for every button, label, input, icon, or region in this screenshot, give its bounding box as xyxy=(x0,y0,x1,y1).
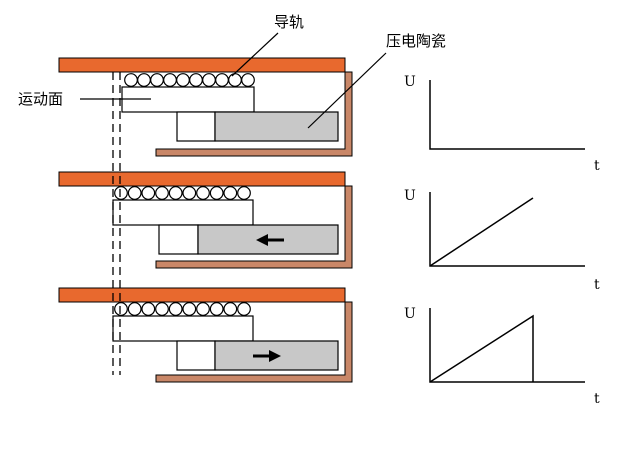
ball-bearing xyxy=(237,302,251,316)
stage-3-x-axis-label: t xyxy=(594,391,600,407)
ball-bearing xyxy=(163,73,177,87)
stage-3-graph: U t xyxy=(404,306,600,407)
stage-1-frame xyxy=(155,71,353,157)
ball-bearing xyxy=(141,186,156,200)
ball-bearing xyxy=(176,73,190,87)
stage-1-guide-rail xyxy=(58,57,346,73)
stage-3-spacer xyxy=(176,340,216,371)
stage-2-moving-block xyxy=(112,199,254,226)
stage-3-moving-block xyxy=(112,315,254,342)
ball-bearing xyxy=(223,186,238,200)
ball-bearing xyxy=(127,302,142,316)
stage-3-axes xyxy=(429,308,585,383)
ball-bearing xyxy=(155,186,169,200)
ball-bearing xyxy=(209,186,224,200)
ball-bearing xyxy=(182,186,197,200)
label-guide-rail-text: 导轨 xyxy=(274,13,304,31)
ball-bearing xyxy=(196,186,210,200)
stage-1: U t xyxy=(58,57,600,174)
ball-bearing xyxy=(189,73,203,87)
ball-bearing xyxy=(237,186,251,200)
label-moving-surface-text: 运动面 xyxy=(18,90,63,108)
stage-3-arrow-right xyxy=(253,350,281,362)
ball-bearing xyxy=(215,73,229,87)
label-guide-rail: 导轨 xyxy=(231,13,304,77)
label-piezo-ceramic: 压电陶瓷 xyxy=(307,32,446,129)
stage-2-balls xyxy=(114,186,251,200)
stage-3-y-axis-label: U xyxy=(404,306,416,322)
stage-2-graph: U t xyxy=(404,188,600,293)
stage-1-x-axis-label: t xyxy=(594,158,600,174)
ball-bearing xyxy=(124,73,138,87)
stage-3-voltage-sawtooth xyxy=(429,314,534,383)
stage-2-axes xyxy=(429,192,585,267)
ball-bearing xyxy=(223,302,238,316)
ball-bearing xyxy=(150,73,164,87)
ball-bearing xyxy=(209,302,224,316)
stage-2-x-axis-label: t xyxy=(594,277,600,293)
stage-2-guide-rail xyxy=(58,171,346,187)
stage-2: U t xyxy=(58,171,600,293)
label-moving-surface: 运动面 xyxy=(18,90,151,108)
stage-3: U t xyxy=(58,287,600,407)
stage-2-frame xyxy=(155,185,353,269)
ball-bearing xyxy=(127,186,142,200)
stage-1-piezo xyxy=(214,111,339,142)
ball-bearing xyxy=(241,73,255,87)
stage-1-y-axis-label: U xyxy=(404,74,416,90)
ball-bearing xyxy=(202,73,216,87)
stage-1-balls xyxy=(124,73,255,87)
stage-2-y-axis-label: U xyxy=(404,188,416,204)
label-guide-rail-leader xyxy=(231,32,279,77)
ball-bearing xyxy=(168,186,183,200)
stage-1-axes xyxy=(429,80,585,150)
ball-bearing xyxy=(196,302,210,316)
ball-bearing xyxy=(114,186,128,200)
ball-bearing xyxy=(168,302,183,316)
stage-3-balls xyxy=(114,302,251,316)
ball-bearing xyxy=(137,73,151,87)
stage-1-spacer xyxy=(176,111,216,142)
ball-bearing xyxy=(114,302,128,316)
stage-3-guide-rail xyxy=(58,287,346,303)
stage-2-arrow-left xyxy=(256,234,284,246)
ball-bearing xyxy=(228,73,242,87)
ball-bearing xyxy=(155,302,169,316)
stage-2-spacer xyxy=(158,224,199,255)
label-piezo-ceramic-text: 压电陶瓷 xyxy=(386,32,446,50)
ball-bearing xyxy=(182,302,197,316)
stage-3-frame xyxy=(155,301,353,383)
stage-1-graph: U t xyxy=(404,74,600,174)
label-piezo-ceramic-leader xyxy=(307,52,387,129)
ball-bearing xyxy=(141,302,156,316)
stage-2-voltage-ramp xyxy=(429,197,534,267)
